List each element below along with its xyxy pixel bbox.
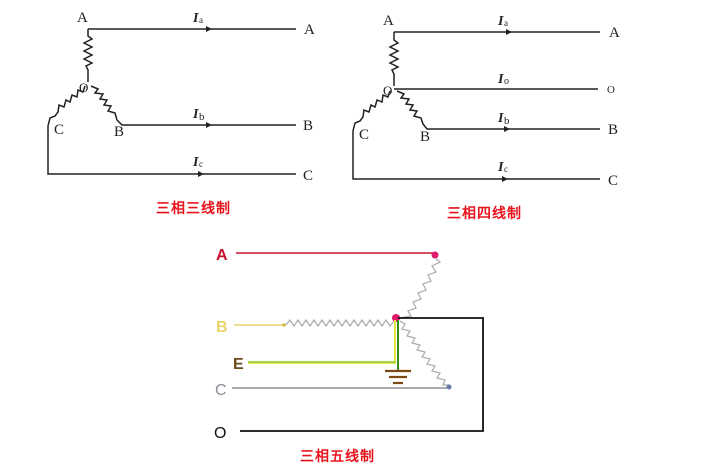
current-io-label: I — [497, 72, 504, 87]
coil-b — [90, 85, 296, 126]
current-ic-label: I — [192, 155, 199, 170]
node-c — [446, 384, 452, 390]
terminal-a-label: A — [77, 10, 88, 26]
svg-text:b: b — [504, 115, 510, 127]
end-label-a: A — [304, 22, 315, 38]
coil-c — [399, 320, 450, 386]
wire-label-a: A — [216, 247, 228, 264]
svg-text:o: o — [504, 76, 509, 87]
terminal-b-label: B — [420, 129, 430, 145]
diagram-four-wire — [352, 29, 600, 182]
current-ib-label: I — [497, 111, 504, 126]
coil-a — [388, 32, 400, 86]
end-label-o: O — [607, 84, 615, 96]
caption-four-wire: 三相四线制 — [447, 206, 522, 222]
diagram-five-wire — [232, 251, 484, 432]
coil-a — [82, 29, 94, 82]
terminal-c-label: C — [54, 122, 64, 138]
wire-label-o: O — [214, 425, 226, 442]
node-b-end — [282, 323, 286, 327]
current-ia-label: I — [497, 14, 504, 29]
end-label-b: B — [608, 122, 618, 138]
arrow-b-icon — [206, 122, 212, 128]
svg-text:a: a — [504, 18, 508, 28]
caption-five-wire: 三相五线制 — [300, 449, 375, 465]
caption-three-wire: 三相三线制 — [156, 201, 231, 217]
arrow-c-icon — [198, 171, 204, 177]
coil-c — [352, 90, 600, 180]
coil-c — [47, 85, 296, 175]
svg-text:a: a — [199, 15, 203, 25]
terminal-a-label: A — [383, 13, 394, 29]
svg-text:c: c — [504, 164, 508, 174]
arrow-a-icon — [206, 26, 212, 32]
svg-text:c: c — [199, 159, 203, 169]
wire-label-e: E — [233, 356, 244, 373]
current-ia-label: I — [192, 11, 199, 26]
coil-b — [285, 318, 396, 328]
node-a — [431, 251, 439, 259]
terminal-b-label: B — [114, 124, 124, 140]
arrow-a-icon — [506, 29, 512, 35]
end-label-c: C — [608, 173, 618, 189]
current-ic-label: I — [497, 160, 504, 175]
diagram-three-wire — [47, 26, 296, 177]
coil-a — [399, 257, 442, 319]
end-label-b: B — [303, 118, 313, 134]
diagram-three-wire-labels: A O C B I a I b I c A B C — [54, 10, 315, 184]
terminal-c-label: C — [359, 127, 369, 143]
line-o — [240, 317, 484, 432]
arrow-b-icon — [504, 126, 510, 132]
svg-text:b: b — [199, 111, 205, 123]
current-ib-label: I — [192, 107, 199, 122]
wire-label-c: C — [215, 382, 227, 399]
diagram-four-wire-labels: A O C B I a I o I b I c A O B C — [359, 13, 620, 189]
neutral-o-label: O — [79, 80, 88, 95]
end-label-a: A — [609, 25, 620, 41]
diagram-five-wire-labels: A B E C O — [214, 247, 244, 442]
neutral-o-label: O — [383, 83, 392, 98]
ground-icon — [385, 369, 411, 385]
arrow-c-icon — [502, 176, 508, 182]
coil-b — [396, 90, 600, 130]
end-label-c: C — [303, 168, 313, 184]
wire-label-b: B — [216, 319, 228, 336]
